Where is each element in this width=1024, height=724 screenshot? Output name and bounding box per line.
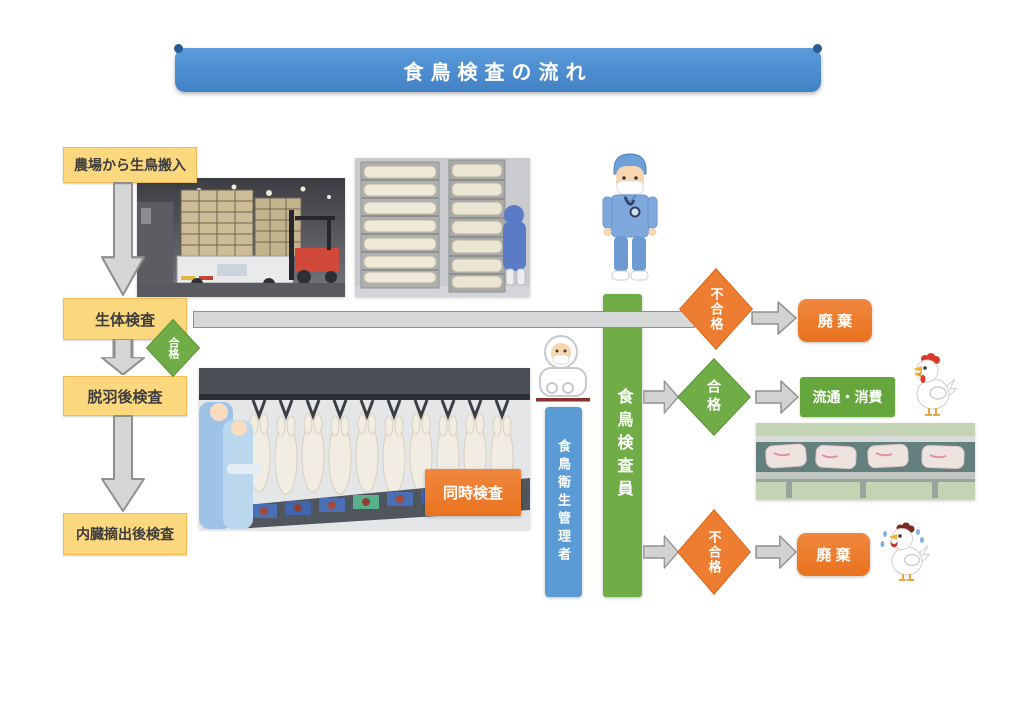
outcome-label: 流通・消費 <box>812 389 883 405</box>
right-arrow-icon <box>643 379 679 415</box>
decision-label: 合格 <box>706 379 722 415</box>
banner-curl-right-icon <box>813 44 822 53</box>
step-label: 内臓摘出後検査 <box>76 526 174 542</box>
step-label: 生体検査 <box>94 311 155 329</box>
live-inspection-fail-connector <box>193 311 695 328</box>
hygiene-manager-label: 食鳥衛生管理者 <box>556 439 571 565</box>
crying-chicken-illustration <box>880 522 932 586</box>
down-arrow-icon <box>101 415 145 512</box>
poultry-inspector-doctor-illustration <box>588 150 672 290</box>
outcome-label: 廃 棄 <box>816 547 851 564</box>
decision-final-pass: 合格 <box>677 358 751 436</box>
decision-live-fail: 不合格 <box>679 268 753 350</box>
bird-cage-rack-photo <box>355 158 530 297</box>
pass-badge-label: 合格 <box>167 337 179 359</box>
right-arrow-icon <box>643 534 679 570</box>
banner-curl-left-icon <box>174 44 183 53</box>
tag-label: 同時検査 <box>442 485 503 502</box>
step-live-inspection: 生体検査 <box>63 298 187 340</box>
outcome-discard-bottom: 廃 棄 <box>797 533 870 576</box>
live-bird-truck-arrival-photo <box>137 178 345 297</box>
happy-chicken-illustration <box>903 352 959 420</box>
outcome-discard-top: 廃 棄 <box>798 299 872 342</box>
inspector-label: 食鳥検査員 <box>614 388 632 503</box>
step-post-defeathering-inspection: 脱羽後検査 <box>63 376 187 416</box>
decision-label: 不合格 <box>708 286 724 332</box>
decision-final-fail: 不合格 <box>677 509 751 595</box>
right-arrow-icon <box>755 534 797 570</box>
step-label: 脱羽後検査 <box>87 388 163 406</box>
title-banner: 食鳥検査の流れ <box>174 44 822 92</box>
page-title: 食鳥検査の流れ <box>403 61 593 84</box>
outcome-distribution: 流通・消費 <box>800 377 895 417</box>
step-label: 農場から生鳥搬入 <box>74 157 186 173</box>
right-arrow-icon <box>751 300 797 336</box>
hygiene-manager-worker-illustration <box>534 332 598 406</box>
down-arrow-icon <box>100 338 146 376</box>
role-bar-inspector: 食鳥検査員 <box>603 294 642 597</box>
decision-label: 不合格 <box>706 529 722 575</box>
packaged-meat-conveyor-photo <box>756 423 975 500</box>
down-arrow-icon <box>101 182 145 296</box>
pass-badge-diamond: 合格 <box>146 319 200 377</box>
step-post-evisceration-inspection: 内臓摘出後検査 <box>63 513 187 555</box>
right-arrow-icon <box>755 379 799 415</box>
simultaneous-inspection-tag: 同時検査 <box>425 469 521 516</box>
step-farm-arrival: 農場から生鳥搬入 <box>63 147 197 183</box>
outcome-label: 廃 棄 <box>817 313 853 330</box>
role-bar-hygiene-manager: 食鳥衛生管理者 <box>545 407 582 597</box>
